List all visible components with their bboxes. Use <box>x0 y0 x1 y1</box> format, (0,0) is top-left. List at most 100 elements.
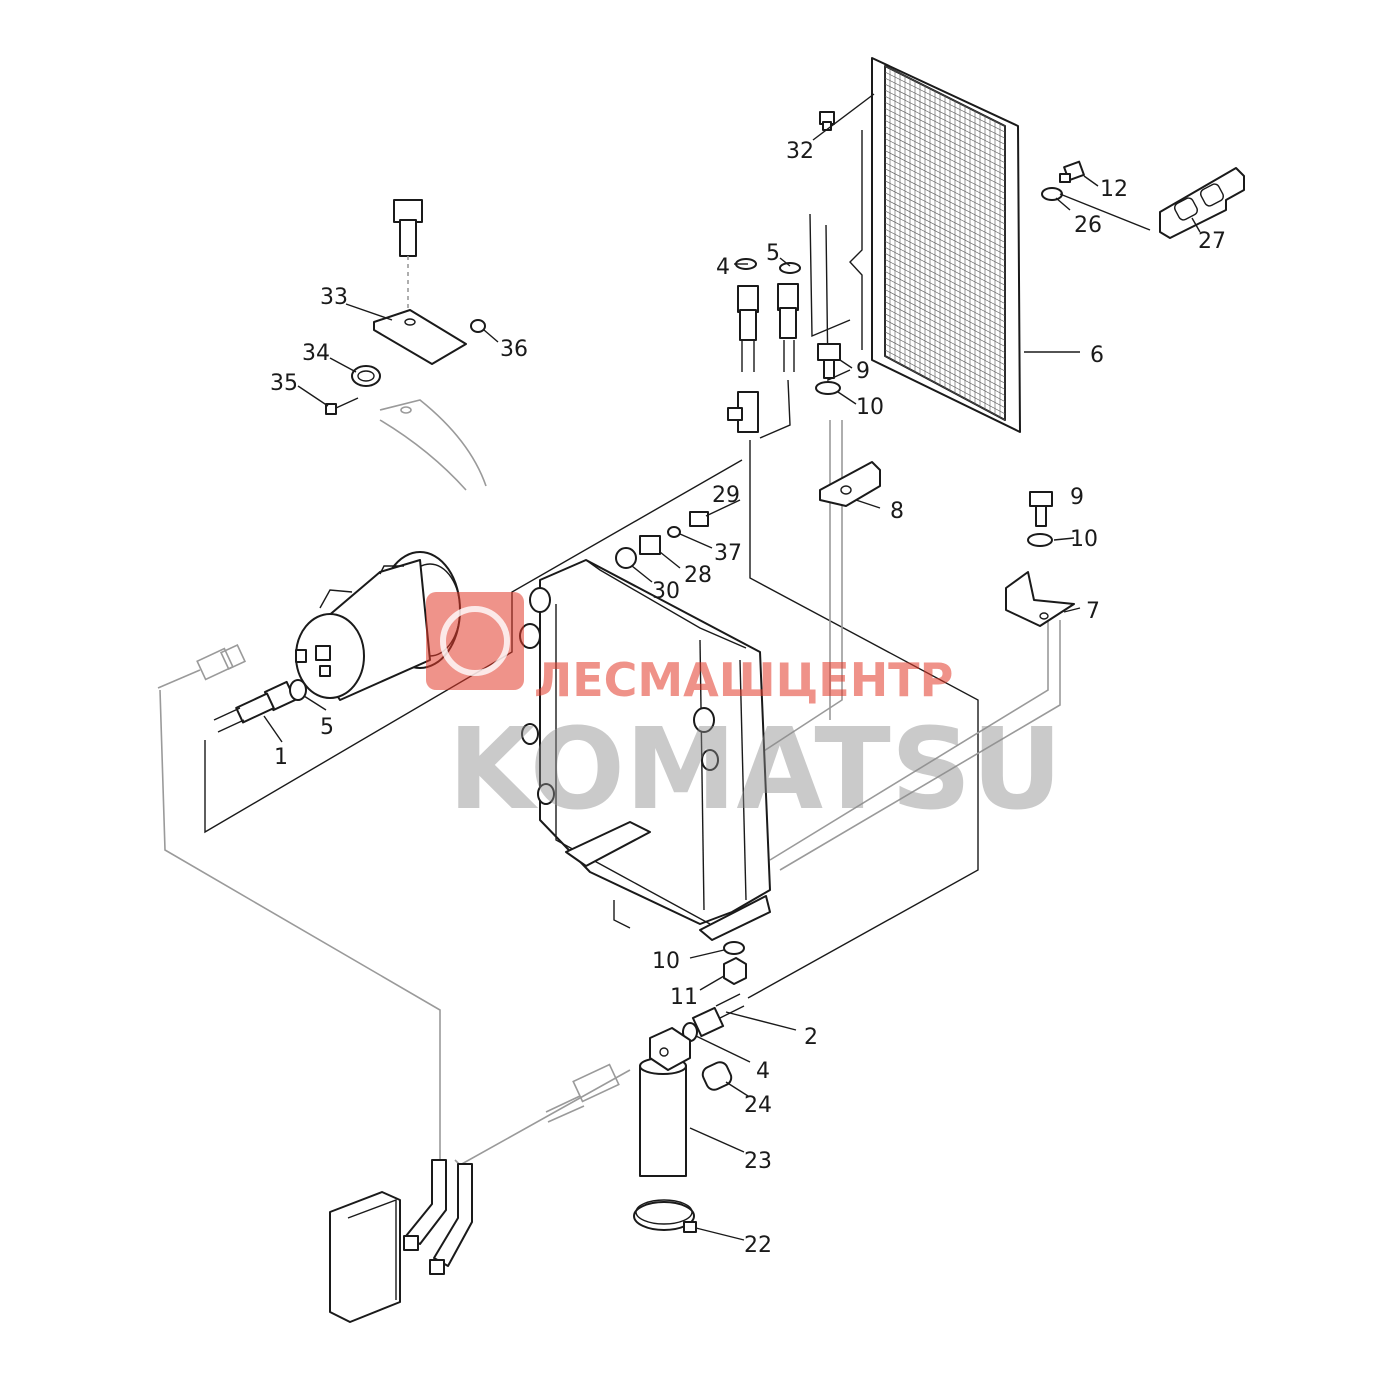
condenser-grid-line <box>884 168 1006 231</box>
condenser-grid-line <box>884 307 1006 372</box>
condenser-grid-line <box>884 277 1006 341</box>
clamp-part-34 <box>351 365 381 387</box>
callout-22: 22 <box>744 1233 772 1258</box>
callout-12: 12 <box>1100 177 1128 202</box>
plug-part-30 <box>615 547 637 569</box>
condenser-grid-line <box>884 349 1006 415</box>
bolt-part-12 <box>1059 160 1085 183</box>
condenser-grid-line <box>884 283 1006 347</box>
callout-30: 30 <box>652 579 680 604</box>
condenser-grid-line <box>884 192 1006 255</box>
bolt-part-9-right <box>1027 491 1053 547</box>
condenser-grid-line <box>884 138 1006 200</box>
condenser-grid-line <box>884 210 1006 274</box>
condenser-grid-line <box>884 319 1006 384</box>
condenser-grid-line <box>884 156 1006 219</box>
clamp-part-26 <box>1041 187 1063 201</box>
hose-ghost-left <box>157 643 247 689</box>
evaporator-housing <box>519 559 771 941</box>
condenser-grid-line <box>884 186 1006 249</box>
condenser-grid-line <box>884 271 1006 335</box>
callout-10-lower: 10 <box>652 949 680 974</box>
washer-part-37 <box>667 526 681 538</box>
condenser-grid-line <box>884 240 1006 304</box>
condenser-grid-line <box>884 180 1006 243</box>
condenser-grid-line <box>884 313 1006 378</box>
condenser-grid-line <box>884 150 1006 213</box>
condenser-grid-line <box>884 228 1006 292</box>
condenser-grid-line <box>884 259 1006 323</box>
callout-34: 34 <box>302 341 330 366</box>
elbow-fittings-lower <box>403 1159 473 1275</box>
hose-fittings-upper <box>727 258 801 433</box>
receiver-drier-part-23 <box>639 1027 691 1177</box>
condenser-grid-line <box>884 95 1006 157</box>
hose-part-1 <box>213 680 297 733</box>
screw-part-32 <box>819 111 835 131</box>
condenser-grid-line <box>884 83 1006 145</box>
callout-9-right: 9 <box>1070 485 1084 510</box>
bolt-assembly-upper-left <box>393 199 423 312</box>
condenser-grid-line <box>884 265 1006 329</box>
condenser-grid-line <box>884 101 1006 164</box>
condenser-grid-line <box>884 216 1006 280</box>
condenser-grid-line <box>884 198 1006 262</box>
watermark-line1: ЛЕСМАШЦЕНТР <box>534 653 953 707</box>
condenser-grid-line <box>884 355 1006 421</box>
clamp-part-22 <box>633 1199 697 1233</box>
compressor <box>295 551 461 701</box>
condenser-grid-line <box>884 325 1006 390</box>
condenser-grid-line <box>884 120 1006 182</box>
callout-33: 33 <box>320 285 348 310</box>
callout-7: 7 <box>1086 599 1100 624</box>
callout-5-lower: 5 <box>320 715 334 740</box>
bracket-part-8 <box>819 461 881 507</box>
condenser-grid-line <box>884 162 1006 225</box>
condenser-grid-line <box>884 343 1006 409</box>
callout-11: 11 <box>670 985 698 1010</box>
bolt-part-9-upper <box>815 343 841 395</box>
condenser-grid-line <box>884 289 1006 353</box>
fitting-part-28 <box>639 535 661 555</box>
bracket-part-27 <box>1159 167 1245 239</box>
watermark: ЛЕСМАШЦЕНТР KOMATSU <box>426 592 1062 835</box>
condenser-grid-line <box>884 89 1006 151</box>
callout-4-lower: 4 <box>756 1059 770 1084</box>
condenser-grid-line <box>884 108 1006 170</box>
callout-5-upper: 5 <box>766 241 780 266</box>
callout-28: 28 <box>684 563 712 588</box>
condenser-grid-line <box>884 65 1006 127</box>
condenser-grid-line <box>884 246 1006 311</box>
callout-29: 29 <box>712 483 740 508</box>
condenser-grid-line <box>884 301 1006 366</box>
condenser-grid-line <box>884 126 1006 188</box>
callout-8: 8 <box>890 499 904 524</box>
callout-10-right: 10 <box>1070 527 1098 552</box>
callout-24: 24 <box>744 1093 772 1118</box>
nut-part-36 <box>470 319 486 333</box>
callout-2: 2 <box>804 1025 818 1050</box>
condenser-grid <box>884 65 1006 421</box>
callout-32: 32 <box>786 139 814 164</box>
condenser-grid-line <box>884 204 1006 268</box>
condenser-part-6 <box>849 57 1021 433</box>
callout-4-upper: 4 <box>716 255 730 280</box>
callout-labels: 32 12 26 27 4 5 6 9 10 8 9 10 7 29 37 28… <box>270 139 1226 1258</box>
callout-27: 27 <box>1198 229 1226 254</box>
condenser-grid-line <box>884 114 1006 176</box>
callout-35: 35 <box>270 371 298 396</box>
condenser-grid-line <box>884 71 1006 133</box>
nut-part-11 <box>723 957 747 985</box>
watermark-line2: KOMATSU <box>448 705 1062 835</box>
bracket-part-33 <box>373 309 467 365</box>
callout-23: 23 <box>744 1149 772 1174</box>
callout-10-upper: 10 <box>856 395 884 420</box>
hose-ghost-lower <box>545 1063 620 1123</box>
condenser-grid-line <box>884 253 1006 317</box>
condenser-grid-line <box>884 174 1006 237</box>
evaporator-block-lower <box>329 1191 401 1323</box>
bolt-part-35 <box>325 397 359 415</box>
callout-1: 1 <box>274 745 288 770</box>
bracket-part-7 <box>1005 571 1075 627</box>
